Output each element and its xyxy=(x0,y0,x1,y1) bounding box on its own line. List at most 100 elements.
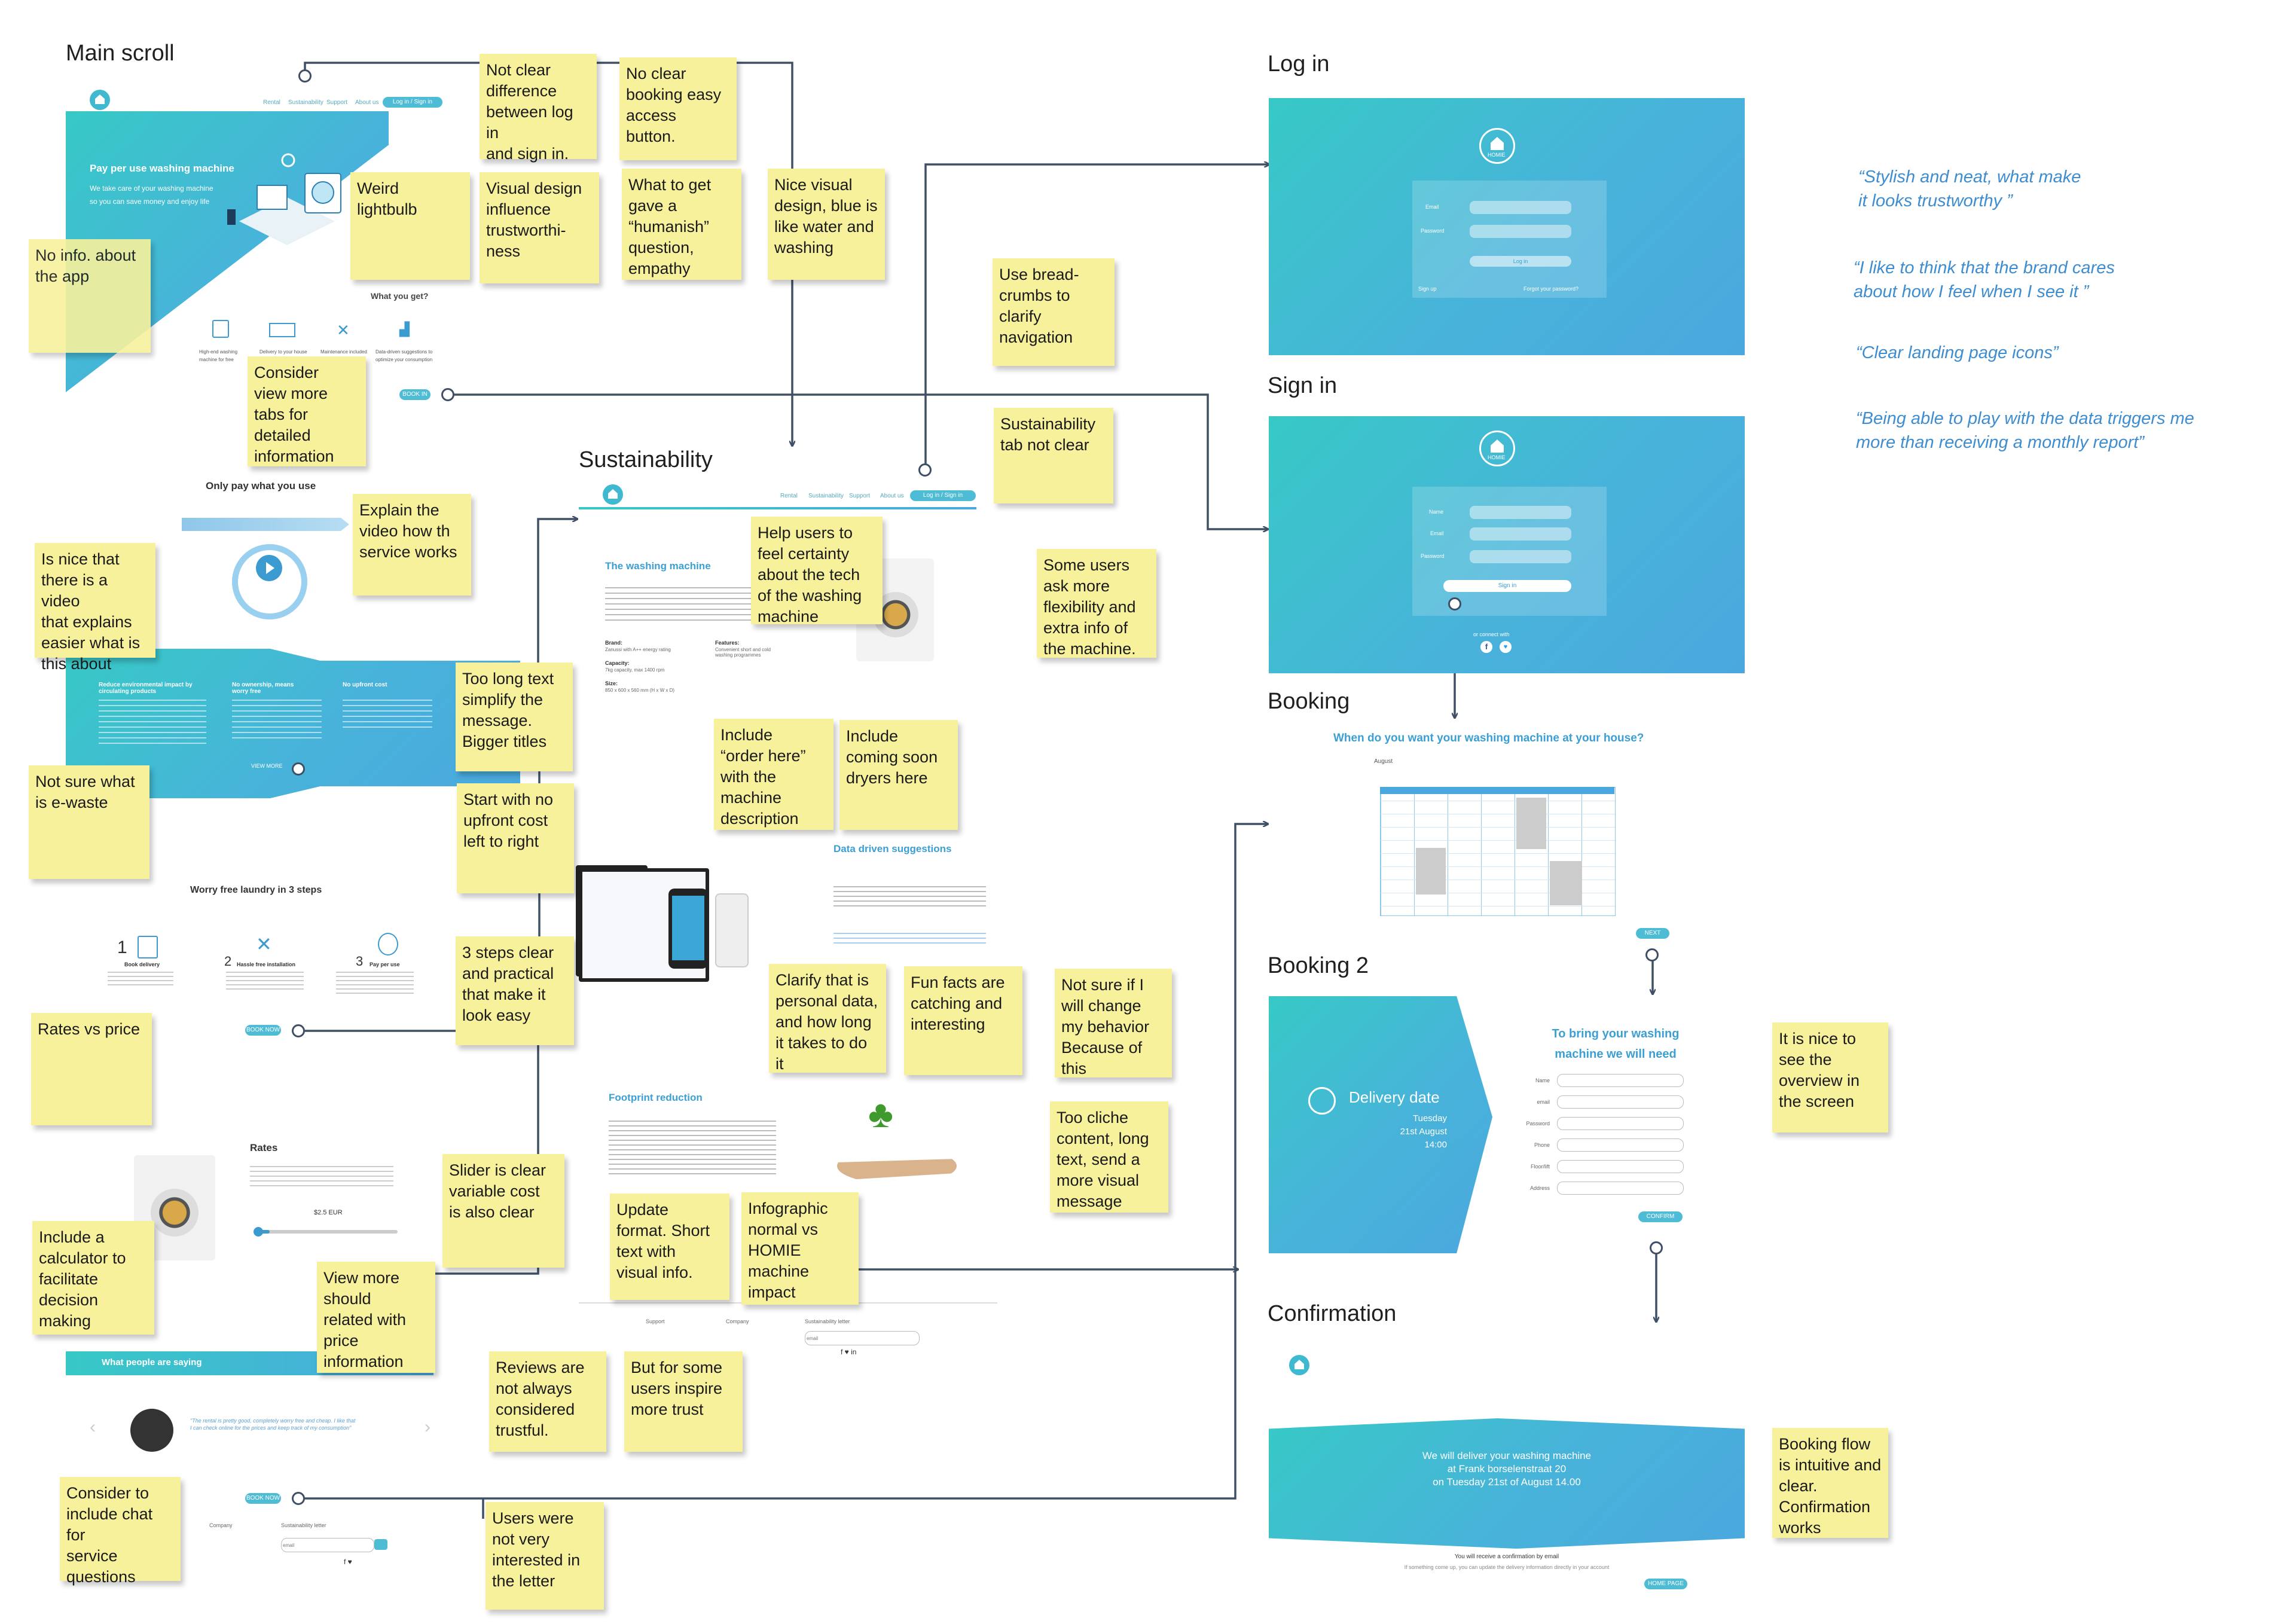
sticky-note: Is nice that there is a video that expla… xyxy=(35,543,155,673)
worry-free-heading: Worry free laundry in 3 steps xyxy=(190,885,322,895)
video-circle xyxy=(232,544,307,619)
step-label: Book delivery xyxy=(124,961,160,967)
process-arrow xyxy=(182,518,349,531)
delivery-time: 14:00 xyxy=(1424,1140,1447,1150)
sticky-note: Visual design influence trustworthi- nes… xyxy=(480,172,599,283)
homie-logo xyxy=(1479,128,1515,164)
connector-node xyxy=(292,762,305,776)
signin-button[interactable]: Sign in xyxy=(1443,580,1571,592)
password-input[interactable] xyxy=(1557,1117,1684,1130)
sticky-note: Nice visual design, blue is like water a… xyxy=(768,169,885,280)
sticky-note: Clarify that is personal data, and how l… xyxy=(769,964,886,1073)
only-pay-heading: Only pay what you use xyxy=(206,480,316,492)
connector-node xyxy=(298,69,312,83)
title-booking: Booking xyxy=(1268,689,1350,714)
login-signin-pill[interactable]: Log in / Sign in xyxy=(910,490,976,501)
newsletter-email-input[interactable] xyxy=(281,1538,374,1552)
nav-sustainability[interactable]: Sustainability xyxy=(288,99,323,106)
name-field[interactable] xyxy=(1470,506,1571,519)
home-page-button[interactable]: HOME PAGE xyxy=(1644,1579,1687,1589)
step-label: Hassle free installation xyxy=(237,961,296,967)
footprint-text xyxy=(609,1121,776,1177)
booked-slot xyxy=(1516,798,1546,849)
features-value: Convenient short and cold washing progra… xyxy=(715,647,771,658)
next-arrow-icon[interactable]: › xyxy=(425,1417,430,1437)
confirm-button[interactable]: CONFIRM xyxy=(1638,1211,1683,1222)
homie-logo xyxy=(1289,1355,1309,1375)
password-field[interactable] xyxy=(1470,550,1571,563)
social-icons[interactable]: f ♥ xyxy=(344,1558,352,1566)
forgot-password-link[interactable]: Forgot your password? xyxy=(1523,286,1579,292)
coins-icon xyxy=(378,933,398,956)
sticky-note: Rates vs price xyxy=(31,1013,152,1125)
name-label: Name xyxy=(1429,509,1444,515)
nav-about[interactable]: About us xyxy=(355,99,379,106)
delivery-panel xyxy=(1269,996,1492,1253)
address-input[interactable] xyxy=(1557,1182,1684,1195)
twitter-icon[interactable]: ♥ xyxy=(1500,641,1512,653)
phone-input[interactable] xyxy=(1557,1138,1684,1152)
connector-node xyxy=(1645,948,1659,961)
nav-sustainability[interactable]: Sustainability xyxy=(808,493,844,499)
step-text xyxy=(226,972,304,990)
footer-sustainability-letter: Sustainability letter xyxy=(281,1522,326,1528)
month-label[interactable]: August xyxy=(1374,758,1393,765)
nav-rental[interactable]: Rental xyxy=(780,493,798,499)
sticky-note: View more should related with price info… xyxy=(317,1262,435,1373)
feature-label: High-end washing machine for free xyxy=(199,349,238,362)
rates-text xyxy=(250,1166,393,1190)
book-now-button[interactable]: BOOK NOW xyxy=(245,1493,281,1504)
nav-about[interactable]: About us xyxy=(880,493,904,499)
data-driven-text xyxy=(833,886,986,910)
user-quote: “I like to think that the brand cares ab… xyxy=(1854,258,2115,301)
homie-logo xyxy=(603,484,623,505)
login-signin-pill[interactable]: Log in / Sign in xyxy=(383,97,442,108)
email-field[interactable] xyxy=(1470,527,1571,541)
confirmation-banner xyxy=(1269,1418,1745,1549)
password-field[interactable] xyxy=(1470,225,1571,238)
drum-image xyxy=(151,1189,199,1237)
name-input[interactable] xyxy=(1557,1074,1684,1087)
sticky-note: What to get gave a “humanish” question, … xyxy=(622,169,741,280)
login-button[interactable]: Log in xyxy=(1470,256,1571,267)
hero-illustration xyxy=(227,153,341,245)
view-more-link[interactable]: VIEW MORE xyxy=(251,763,283,769)
book-in-button[interactable]: BOOK IN xyxy=(399,389,430,400)
floor-input[interactable] xyxy=(1557,1160,1684,1173)
email-input[interactable] xyxy=(1557,1095,1684,1109)
footer-support: Support xyxy=(646,1318,665,1324)
book-now-button[interactable]: BOOK NOW xyxy=(245,1025,281,1036)
signup-link[interactable]: Sign up xyxy=(1418,286,1437,292)
nav-rental[interactable]: Rental xyxy=(263,99,280,106)
social-icons[interactable]: f ♥ in xyxy=(841,1348,857,1356)
nav-support[interactable]: Support xyxy=(849,493,871,499)
sticky-note: Consider to include chat for service que… xyxy=(60,1477,181,1586)
facebook-icon[interactable]: f xyxy=(1480,641,1492,653)
slider-handle[interactable] xyxy=(254,1227,263,1237)
sticky-note: Infographic normal vs HOMIE machine impa… xyxy=(741,1192,859,1305)
email-note: You will receive a confirmation by email xyxy=(1454,1553,1559,1560)
band-title: No ownership, means worry free xyxy=(232,682,294,695)
next-button[interactable]: NEXT xyxy=(1636,928,1669,939)
connector-node xyxy=(292,1492,305,1505)
email-field[interactable] xyxy=(1470,201,1571,214)
title-log-in: Log in xyxy=(1268,51,1330,77)
homie-logo xyxy=(90,90,110,110)
delivery-date-title: Delivery date xyxy=(1349,1088,1440,1106)
booked-slot xyxy=(1416,848,1446,895)
login-card xyxy=(1412,181,1607,298)
nav-support[interactable]: Support xyxy=(326,99,348,106)
size-label: Size: xyxy=(605,680,618,686)
prev-arrow-icon[interactable]: ‹ xyxy=(90,1417,96,1437)
rate-slider[interactable] xyxy=(254,1230,398,1234)
machine-description xyxy=(605,587,767,623)
step-number: 3 xyxy=(356,954,364,969)
capacity-label: Capacity: xyxy=(605,660,630,666)
sticky-note: Not sure what is e-waste xyxy=(29,765,149,879)
sticky-note: Too long text simplify the message. Bigg… xyxy=(456,663,573,771)
newsletter-submit-button[interactable] xyxy=(374,1539,387,1550)
newsletter-email-input[interactable] xyxy=(805,1331,920,1345)
title-main-scroll: Main scroll xyxy=(66,41,175,66)
email-label: Email xyxy=(1425,204,1439,210)
sticky-note: Help users to feel certainty about the t… xyxy=(751,517,883,625)
